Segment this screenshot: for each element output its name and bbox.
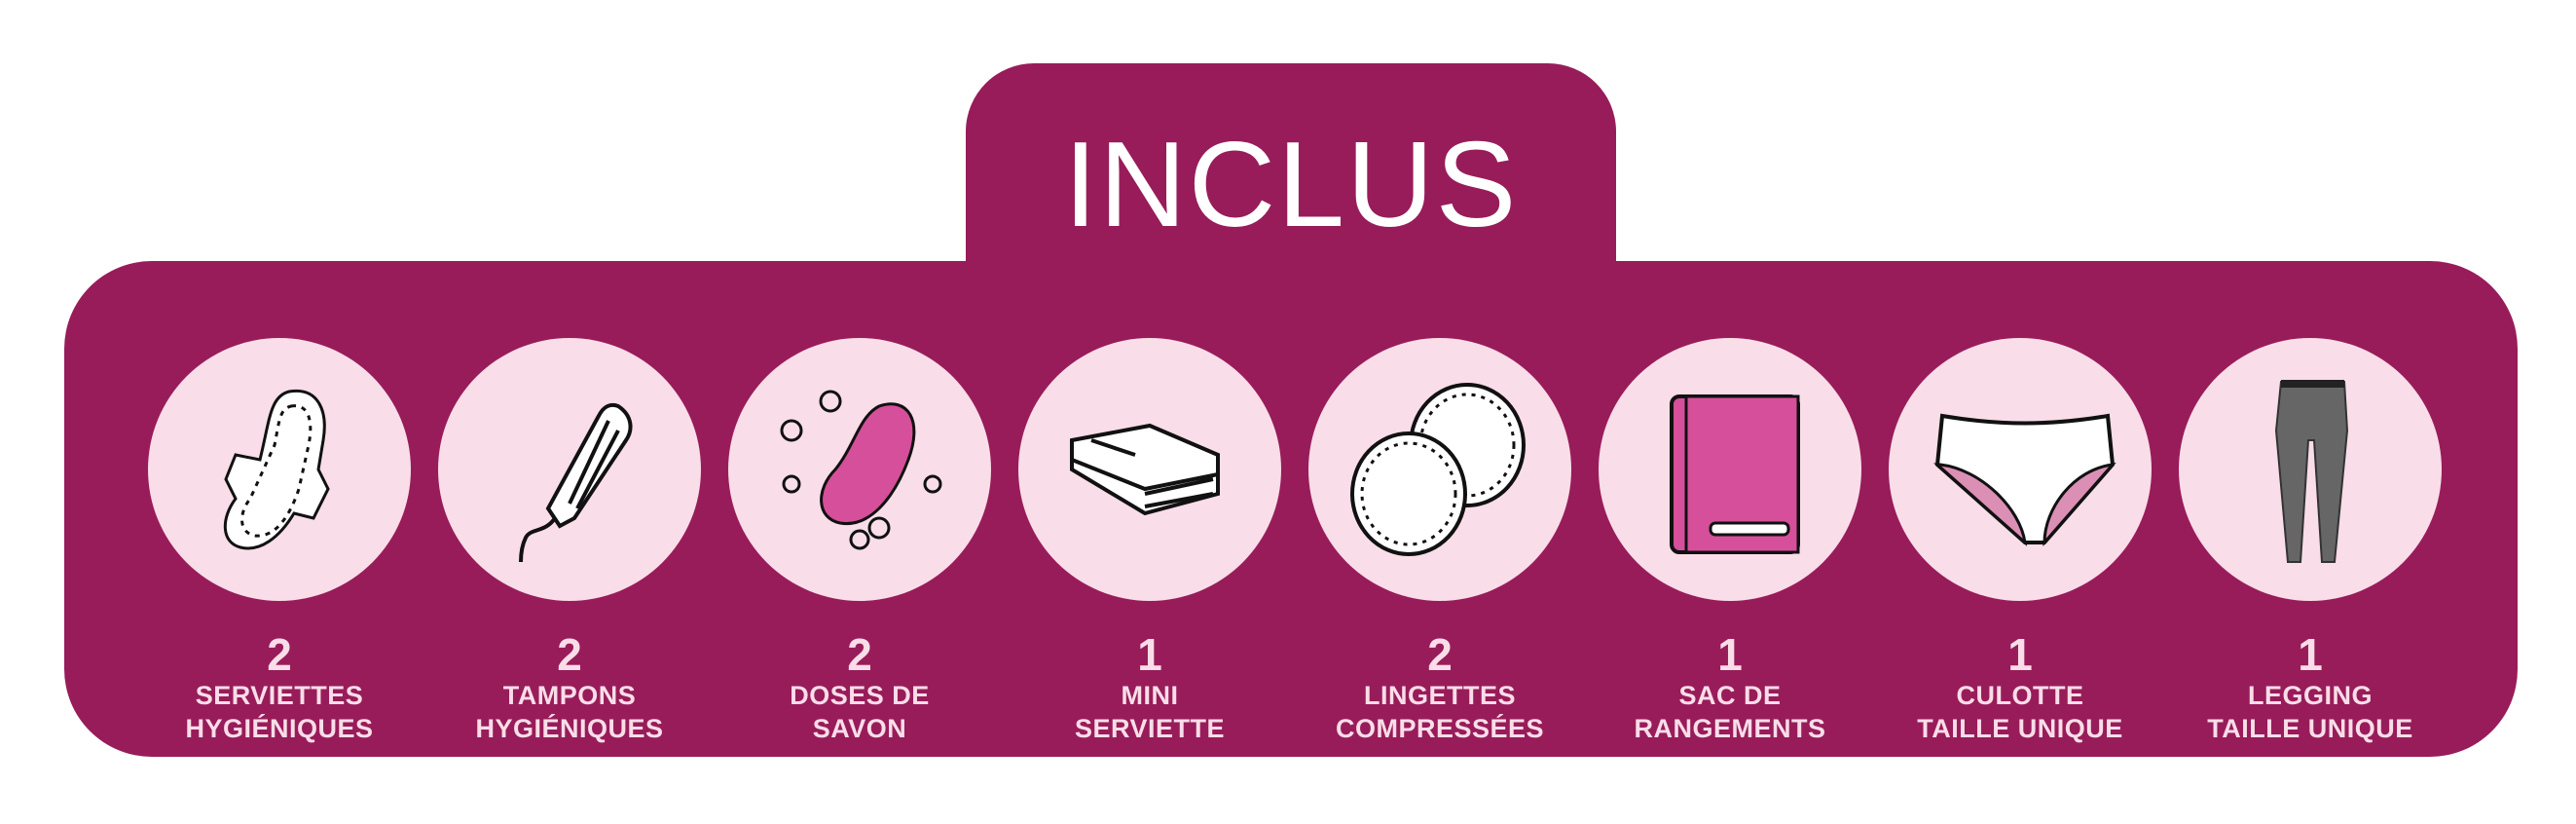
item-sanitary-pads: 2 SERVIETTES HYGIÉNIQUES [138, 338, 421, 745]
sanitary-pad-icon [223, 389, 330, 550]
underwear-icon [1933, 413, 2116, 546]
legging-icon [2274, 380, 2349, 563]
title-tab [966, 63, 1616, 297]
folded-towel-icon [1070, 423, 1220, 516]
item-legging: 1 LEGGING TAILLE UNIQUE [2169, 338, 2451, 745]
item-underwear: 1 CULOTTE TAILLE UNIQUE [1879, 338, 2161, 745]
page-title: INCLUS [1063, 118, 1519, 252]
tampon-icon [519, 402, 633, 563]
soap-icon [780, 390, 942, 550]
storage-bag-icon [1670, 394, 1800, 554]
item-mini-towel: 1 MINI SERVIETTE [1009, 338, 1291, 745]
item-tampons: 2 TAMPONS HYGIÉNIQUES [428, 338, 711, 745]
item-soap: 2 DOSES DE SAVON [718, 338, 1001, 745]
item-storage-bag: 1 SAC DE RANGEMENTS [1589, 338, 1871, 745]
cotton-pads-icon [1350, 383, 1526, 556]
item-compressed-wipes: 2 LINGETTES COMPRESSÉES [1299, 338, 1581, 745]
